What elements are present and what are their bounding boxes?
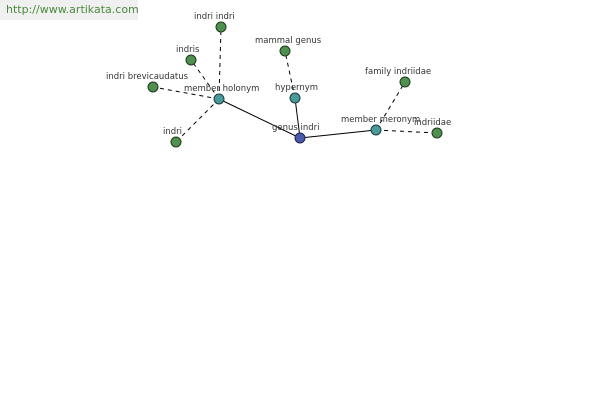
node-label-family-indriidae: family indriidae bbox=[365, 67, 431, 77]
node-label-member-holonym: member holonym bbox=[184, 84, 259, 94]
edge-genus-indri-to-member-meronym bbox=[299, 129, 377, 139]
node-indri[interactable]: indri bbox=[163, 127, 182, 148]
node-genus-indri[interactable]: genus indri bbox=[272, 123, 320, 144]
node-indris[interactable]: indris bbox=[176, 45, 200, 66]
edge-genus-indri-to-member-holonym bbox=[218, 98, 301, 139]
edge-member-meronym-to-family-indriidae bbox=[375, 81, 406, 131]
node-marker-hypernym[interactable] bbox=[289, 92, 301, 104]
node-marker-indris[interactable] bbox=[185, 54, 197, 66]
node-indri-brevicaudatus[interactable]: indri brevicaudatus bbox=[106, 72, 189, 93]
edge-member-meronym-to-indriidae bbox=[375, 129, 438, 134]
edge-member-holonym-to-indris bbox=[190, 59, 220, 100]
node-member-holonym[interactable]: member holonym bbox=[184, 84, 259, 105]
node-label-indris: indris bbox=[176, 45, 200, 55]
node-marker-indri[interactable] bbox=[170, 136, 182, 148]
node-label-member-meronym: member meronym bbox=[341, 115, 420, 125]
node-indriidae[interactable]: indriidae bbox=[414, 118, 451, 139]
source-watermark: http://www.artikata.com bbox=[0, 0, 138, 20]
node-label-indri-indri: indri indri bbox=[194, 12, 235, 22]
node-marker-family-indriidae[interactable] bbox=[399, 76, 411, 88]
edge-member-holonym-to-indri-brevicaudatus bbox=[152, 86, 220, 100]
node-marker-member-holonym[interactable] bbox=[213, 93, 225, 105]
node-member-meronym[interactable]: member meronym bbox=[341, 115, 420, 136]
node-marker-mammal-genus[interactable] bbox=[279, 45, 291, 57]
node-label-indriidae: indriidae bbox=[414, 118, 451, 128]
node-label-genus-indri: genus indri bbox=[272, 123, 320, 133]
node-label-hypernym: hypernym bbox=[275, 83, 318, 93]
node-family-indriidae[interactable]: family indriidae bbox=[365, 67, 431, 88]
node-hypernym[interactable]: hypernym bbox=[275, 83, 318, 104]
edges-layer bbox=[152, 26, 438, 143]
edge-hypernym-to-mammal-genus bbox=[284, 50, 296, 99]
edge-member-holonym-to-indri bbox=[175, 98, 220, 143]
edge-genus-indri-to-hypernym bbox=[294, 97, 301, 139]
node-indri-indri[interactable]: indri indri bbox=[194, 12, 235, 33]
node-marker-indri-brevicaudatus[interactable] bbox=[147, 81, 159, 93]
node-label-indri: indri bbox=[163, 127, 182, 137]
node-label-mammal-genus: mammal genus bbox=[255, 36, 322, 46]
node-marker-genus-indri[interactable] bbox=[294, 132, 306, 144]
node-marker-indri-indri[interactable] bbox=[215, 21, 227, 33]
node-marker-member-meronym[interactable] bbox=[370, 124, 382, 136]
node-label-indri-brevicaudatus: indri brevicaudatus bbox=[106, 72, 189, 82]
node-mammal-genus[interactable]: mammal genus bbox=[255, 36, 322, 57]
nodes-layer: genus indri member holonym hypernym member … bbox=[106, 12, 451, 148]
node-marker-indriidae[interactable] bbox=[431, 127, 443, 139]
